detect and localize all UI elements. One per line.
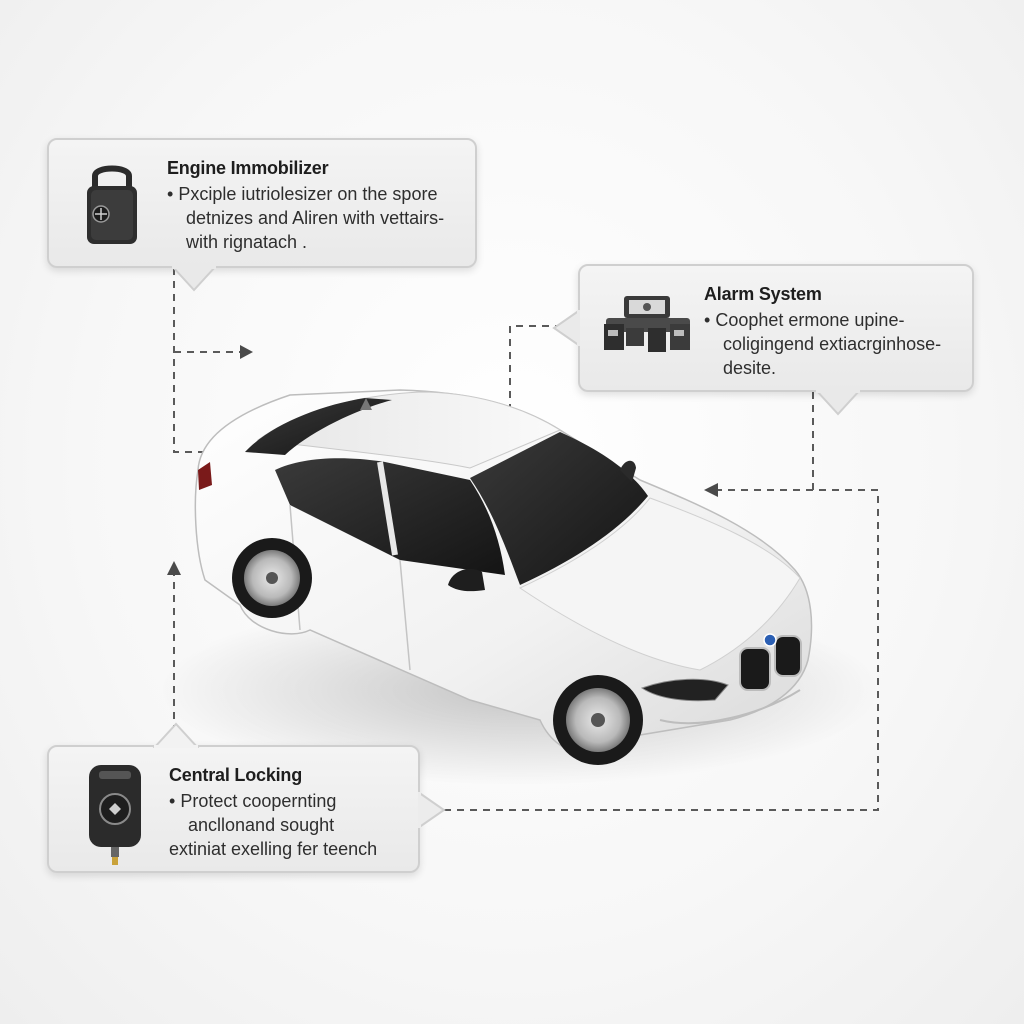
brand-emblem-icon <box>763 633 777 647</box>
central-locking-title: Central Locking <box>169 765 303 785</box>
side-mirror-far <box>620 460 636 482</box>
bullet: • <box>167 184 174 204</box>
engine-immobilizer-callout: Engine Immobilizer • Pxciple iutriolesiz… <box>47 138 477 268</box>
description-line: coligingend extiacrginhose- <box>723 334 942 354</box>
description-line: Protect coopernting <box>180 791 337 811</box>
key-fob-icon <box>85 763 145 872</box>
headlight <box>640 678 729 702</box>
alarm-callout-pointer-left <box>552 308 580 348</box>
padlock-icon <box>79 162 145 251</box>
locking-callout-pointer-right <box>418 790 446 830</box>
bullet: • <box>169 791 176 811</box>
description-line: ancllonand sought <box>188 815 335 835</box>
description-line: detnizes and Aliren with vettairs- <box>186 208 445 228</box>
description-line: desite. <box>723 358 777 378</box>
arrowhead-right-icon <box>240 345 253 359</box>
front-bumper <box>659 689 801 725</box>
description-line: extiniat exelling fer teench <box>169 839 378 859</box>
window-pillar <box>377 461 398 556</box>
alarm-connector <box>509 325 575 440</box>
tail-light <box>198 462 212 490</box>
central-locking-description: • Protect coopernting ancllonand sought … <box>169 789 377 861</box>
side-mirror <box>448 568 485 592</box>
engine-connector <box>173 268 205 453</box>
alarm-callout-pointer-bottom <box>814 390 862 416</box>
bullet: • <box>704 310 711 330</box>
arrowhead-up-icon <box>167 561 181 575</box>
alarm-system-title: Alarm System <box>704 284 822 304</box>
car-illustration <box>194 389 813 765</box>
kidney-grille <box>739 635 802 691</box>
front-wheel <box>553 675 643 765</box>
engine-callout-pointer <box>170 266 218 292</box>
description-line: Pxciple iutriolesizer on the spore <box>178 184 438 204</box>
alarm-system-description: • Coophet ermone upine- coligingend exti… <box>704 308 941 380</box>
connector-arrowheads <box>167 345 718 575</box>
engine-immobilizer-description: • Pxciple iutriolesizer on the spore det… <box>167 182 444 254</box>
arrowhead-left-icon <box>704 483 718 497</box>
central-locking-callout: Central Locking • Protect coopernting an… <box>47 745 420 873</box>
alarm-module-icon <box>602 294 694 361</box>
windshield <box>470 432 648 585</box>
description-line: Coophet ermone upine- <box>715 310 905 330</box>
rear-window <box>245 398 392 455</box>
connector-lines <box>173 268 879 811</box>
roof-antenna <box>360 398 372 410</box>
engine-immobilizer-title: Engine Immobilizer <box>167 158 329 178</box>
alarm-system-callout: Alarm System • Coophet ermone upine- col… <box>578 264 974 392</box>
locking-callout-pointer-top <box>152 722 200 748</box>
rear-wheel <box>232 538 312 618</box>
description-line: with rignatach . <box>186 232 308 252</box>
car-hood <box>518 497 801 671</box>
